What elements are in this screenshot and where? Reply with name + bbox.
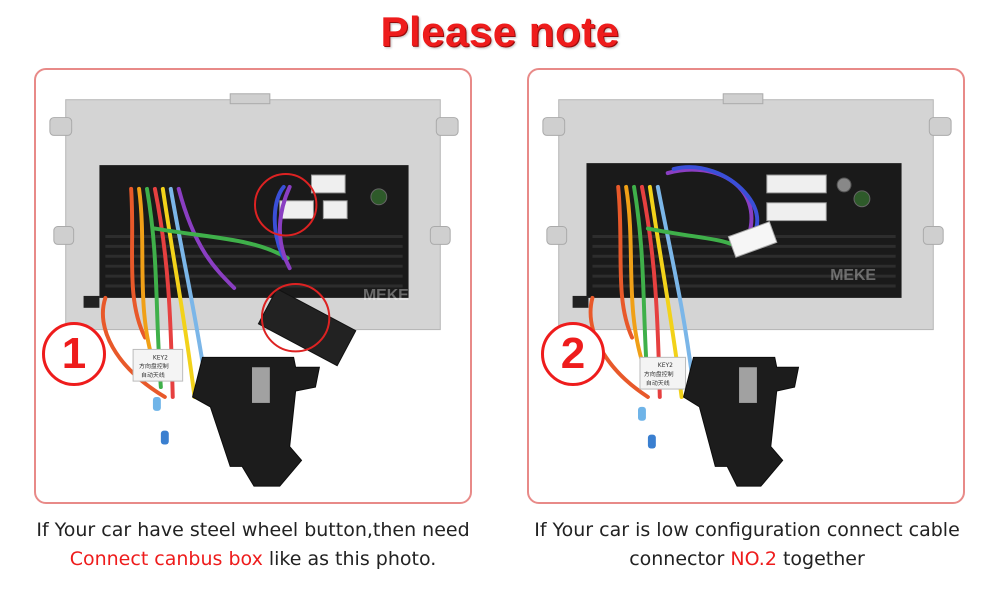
wire-terminal xyxy=(638,406,646,421)
highlight-circle xyxy=(253,173,318,237)
cable-connector-no2 xyxy=(727,221,778,258)
frame-tab xyxy=(429,226,451,245)
tag-text: KEY2 xyxy=(153,354,168,361)
caption-line: Connect canbus box like as this photo. xyxy=(18,545,488,574)
caption-text: together xyxy=(776,548,865,570)
page-title: Please note xyxy=(380,8,620,55)
harness-label xyxy=(252,367,270,403)
frame-tab xyxy=(922,226,944,245)
tag-text: 方向盘控制 xyxy=(139,362,169,370)
white-connector xyxy=(766,174,827,194)
tag-text: KEY2 xyxy=(658,362,673,369)
frame-tab xyxy=(435,117,459,136)
caption-1: If Your car have steel wheel button,then… xyxy=(18,516,488,574)
wire-terminal xyxy=(152,396,161,411)
caption-text: connector xyxy=(629,548,731,570)
antenna-port xyxy=(853,190,871,208)
tag-text: 自动天线 xyxy=(141,371,165,379)
antenna-port xyxy=(836,177,852,193)
antenna-port xyxy=(370,188,388,206)
photo-panel-1: KEY2 方向盘控制 自动天线 MEKE 1 xyxy=(34,68,472,504)
highlight-circle xyxy=(260,283,331,353)
iso-harness-connector xyxy=(191,356,320,487)
wire-tag xyxy=(639,356,687,390)
caption-line: If Your car is low configuration connect… xyxy=(534,519,960,541)
white-connector xyxy=(310,174,346,194)
canbus-box xyxy=(257,288,357,367)
caption-text: like as this photo. xyxy=(262,548,437,570)
caption-2: If Your car is low configuration connect… xyxy=(512,516,982,574)
white-connector xyxy=(279,200,314,220)
frame-tab xyxy=(229,93,271,105)
tag-text: 方向盘控制 xyxy=(644,370,674,378)
frame-tab xyxy=(546,226,568,245)
watermark: MEKE xyxy=(363,287,409,304)
wire-tag xyxy=(132,348,184,382)
frame-tab xyxy=(49,117,73,136)
small-connector xyxy=(83,295,100,308)
caption-line: connector NO.2 together xyxy=(512,545,982,574)
frame-tab xyxy=(542,117,566,136)
tag-text: 自动天线 xyxy=(646,379,670,387)
white-connector xyxy=(322,200,348,220)
white-connector xyxy=(766,202,827,222)
wire-terminal xyxy=(160,430,169,445)
caption-highlight: NO.2 xyxy=(730,548,777,570)
caption-line: If Your car have steel wheel button,then… xyxy=(36,519,470,541)
head-unit-photo-1: KEY2 方向盘控制 自动天线 MEKE xyxy=(49,93,459,487)
harness-label xyxy=(739,367,757,403)
photo-panel-2: KEY2 方向盘控制 自动天线 MEKE 2 xyxy=(527,68,965,504)
watermark: MEKE xyxy=(830,267,876,284)
unit-back xyxy=(99,165,409,298)
step-number-badge-2: 2 xyxy=(541,322,605,386)
iso-harness-connector xyxy=(683,356,800,487)
frame-tab xyxy=(722,93,764,105)
head-unit-photo-2: KEY2 方向盘控制 自动天线 MEKE xyxy=(542,93,952,487)
wire-terminal xyxy=(647,434,656,449)
small-connector xyxy=(572,295,589,308)
frame-tab xyxy=(928,117,952,136)
caption-highlight: Connect canbus box xyxy=(69,548,263,570)
step-number-badge-1: 1 xyxy=(42,322,106,386)
frame-tab xyxy=(53,226,75,245)
